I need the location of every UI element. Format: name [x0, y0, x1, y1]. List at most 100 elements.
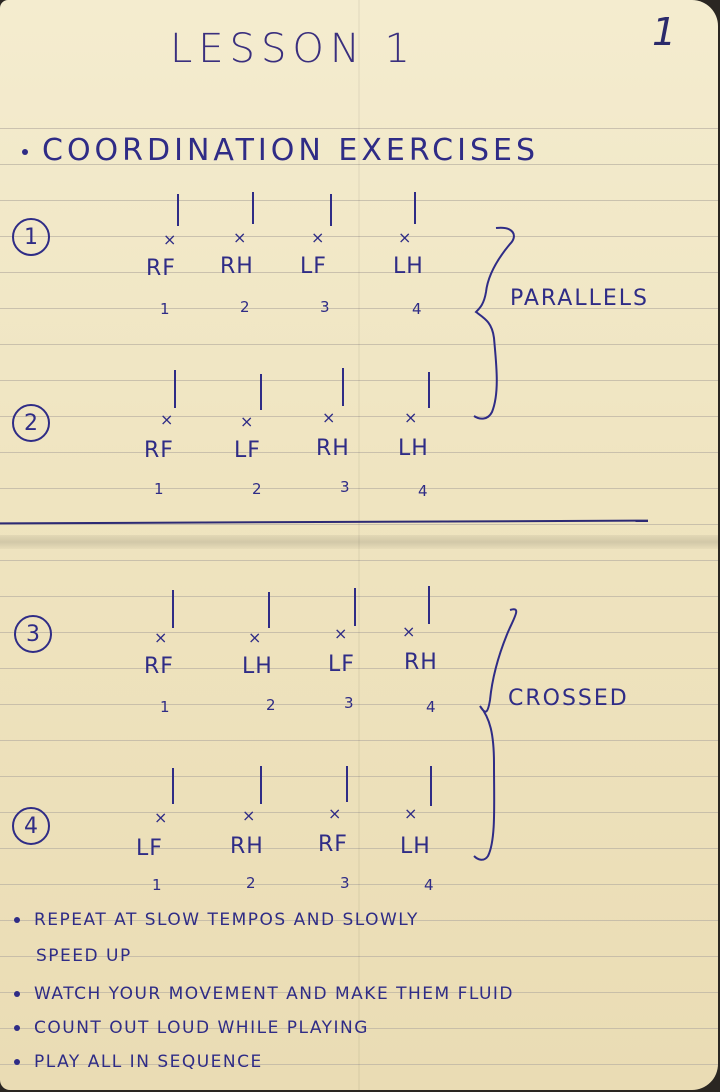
- hit-mark: ×: [311, 228, 325, 247]
- note-text: PLAY ALL IN SEQUENCE: [34, 1052, 263, 1072]
- count-label: 3: [340, 874, 350, 892]
- hit-mark: ×: [240, 412, 254, 431]
- note-text: WATCH YOUR MOVEMENT AND MAKE THEM FLUID: [34, 984, 515, 1004]
- ruled-line: [0, 776, 718, 777]
- hit-mark: ×: [233, 228, 247, 247]
- beat-stroke: [177, 194, 179, 226]
- ruled-line: [0, 524, 718, 525]
- ruled-line: [0, 884, 718, 885]
- hit-mark: ×: [322, 408, 336, 427]
- crossed-bracket: [473, 608, 518, 861]
- limb-label: LF: [328, 652, 355, 677]
- exercise-number-3: 3: [14, 615, 52, 653]
- limb-label: RH: [404, 650, 438, 675]
- beat-stroke: [174, 370, 176, 408]
- ruled-line: [0, 380, 718, 381]
- limb-label: RF: [318, 832, 348, 857]
- hit-mark: ×: [160, 410, 174, 429]
- ruled-line: [0, 236, 718, 237]
- limb-label: RH: [220, 254, 254, 279]
- count-label: 3: [320, 298, 330, 316]
- beat-stroke: [260, 374, 262, 410]
- hit-mark: ×: [248, 628, 262, 647]
- hit-mark: ×: [398, 228, 412, 247]
- beat-stroke: [346, 766, 348, 802]
- ruled-line: [0, 956, 718, 957]
- count-label: 4: [412, 300, 422, 318]
- note-item: PLAY ALL IN SEQUENCE: [14, 1052, 263, 1072]
- beat-stroke: [330, 194, 332, 226]
- limb-label: LF: [234, 438, 261, 463]
- ruled-line: [0, 488, 718, 489]
- crossed-label: CROSSED: [508, 686, 629, 711]
- beat-stroke: [252, 192, 254, 224]
- ruled-line: [0, 812, 718, 813]
- count-label: 2: [240, 298, 250, 316]
- paper-fold: [0, 535, 718, 549]
- bullet-icon: [22, 148, 28, 155]
- limb-label: LH: [398, 436, 429, 461]
- ruled-line: [0, 740, 718, 741]
- ruled-line: [0, 128, 718, 129]
- ruled-line: [0, 1064, 718, 1065]
- limb-label: LH: [393, 254, 424, 279]
- ruled-line: [0, 848, 718, 849]
- limb-label: RF: [146, 256, 176, 281]
- beat-stroke: [172, 590, 174, 628]
- page-number: 1: [652, 10, 677, 54]
- count-label: 1: [154, 480, 164, 498]
- ruled-line: [0, 704, 718, 705]
- count-label: 2: [246, 874, 256, 892]
- hit-mark: ×: [334, 624, 348, 643]
- note-item: REPEAT AT SLOW TEMPOS AND SLOWLY: [14, 910, 419, 930]
- count-label: 4: [418, 482, 428, 500]
- hit-mark: ×: [404, 408, 418, 427]
- note-item: COUNT OUT LOUD WHILE PLAYING: [14, 1018, 369, 1038]
- note-text: REPEAT AT SLOW TEMPOS AND SLOWLY: [34, 910, 419, 930]
- limb-label: RF: [144, 654, 174, 679]
- limb-label: LF: [300, 254, 327, 279]
- ruled-line: [0, 920, 718, 921]
- ruled-line: [0, 596, 718, 597]
- ruled-line: [0, 164, 718, 165]
- limb-label: LH: [242, 654, 273, 679]
- paper-crease: [358, 0, 360, 1090]
- ruled-line: [0, 632, 718, 633]
- ruled-line: [0, 452, 718, 453]
- count-label: 2: [252, 480, 262, 498]
- parallels-label: PARALLELS: [510, 286, 649, 311]
- count-label: 1: [152, 876, 162, 894]
- limb-label: RF: [144, 438, 174, 463]
- section-heading: COORDINATION EXERCISES: [22, 133, 539, 168]
- count-label: 3: [340, 478, 350, 496]
- ruled-line: [0, 560, 718, 561]
- bullet-icon: [14, 917, 20, 923]
- exercise-number-2: 2: [12, 404, 50, 442]
- note-text: COUNT OUT LOUD WHILE PLAYING: [34, 1018, 369, 1038]
- hit-mark: ×: [328, 804, 342, 823]
- parallels-bracket: [473, 226, 515, 420]
- count-label: 4: [426, 698, 436, 716]
- exercise-number-1: 1: [12, 218, 50, 256]
- beat-stroke: [430, 766, 432, 806]
- note-continuation: SPEED UP: [36, 946, 132, 966]
- bullet-icon: [14, 1059, 20, 1065]
- count-label: 4: [424, 876, 434, 894]
- page-title: LESSON 1: [170, 26, 416, 72]
- beat-stroke: [268, 592, 270, 628]
- limb-label: LF: [136, 836, 163, 861]
- ruled-line: [0, 1028, 718, 1029]
- beat-stroke: [260, 766, 262, 804]
- hit-mark: ×: [154, 628, 168, 647]
- ruled-line: [0, 344, 718, 345]
- beat-stroke: [342, 368, 344, 406]
- ruled-line: [0, 416, 718, 417]
- note-item: WATCH YOUR MOVEMENT AND MAKE THEM FLUID: [14, 984, 514, 1004]
- beat-stroke: [414, 192, 416, 224]
- limb-label: RH: [230, 834, 264, 859]
- ruled-line: [0, 668, 718, 669]
- section-heading-text: COORDINATION EXERCISES: [42, 133, 540, 168]
- exercise-number-4: 4: [12, 807, 50, 845]
- beat-stroke: [354, 588, 356, 626]
